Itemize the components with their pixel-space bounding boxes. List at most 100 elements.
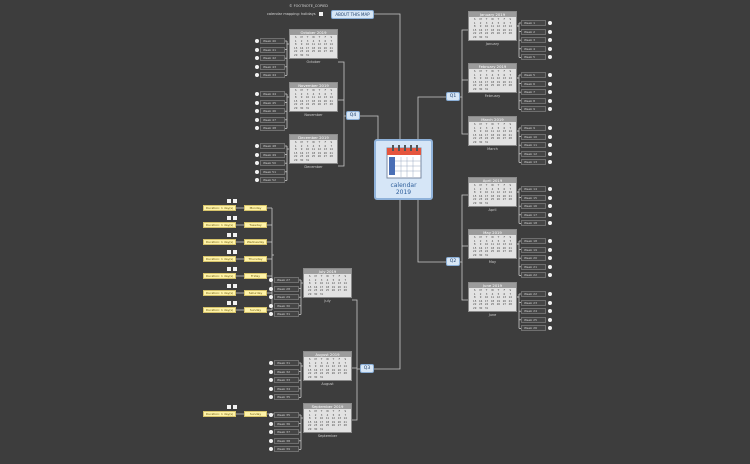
day-number: 7 [330, 144, 333, 148]
weekday-topic[interactable]: Wednesday [244, 239, 267, 245]
quarter-q2[interactable]: Q2 [446, 257, 460, 266]
duration-tag[interactable]: Duration: 1 day(s) [203, 256, 236, 262]
week-item[interactable]: Week 44 [260, 91, 285, 97]
week-item[interactable]: Week 26 [521, 325, 546, 332]
week-item[interactable]: Week 22 [521, 272, 546, 279]
week-item[interactable]: Week 16 [521, 203, 546, 210]
week-item[interactable]: Week 32 [274, 368, 299, 375]
week-item[interactable]: Week 5 [521, 54, 546, 61]
day-number: 18 [490, 80, 495, 84]
week-item[interactable]: Week 50 [260, 160, 285, 167]
week-item[interactable]: Week 42 [260, 55, 285, 62]
weekday-topic[interactable]: Thursday [244, 256, 267, 262]
week-item[interactable]: Week 45 [260, 99, 285, 106]
week-item[interactable]: Week 44 [260, 72, 285, 79]
week-item[interactable]: Week 24 [521, 308, 546, 315]
week-item[interactable]: Week 21 [521, 263, 546, 270]
day-number: 1 [308, 413, 311, 417]
week-bullet-icon [548, 309, 552, 314]
week-item[interactable]: Week 36 [274, 420, 299, 427]
week-item[interactable]: Week 49 [260, 151, 285, 158]
week-item[interactable]: Week 22 [521, 291, 546, 297]
week-item[interactable]: Week 52 [260, 177, 285, 184]
week-item[interactable]: Week 14 [521, 186, 546, 192]
quarter-q1[interactable]: Q1 [446, 92, 460, 101]
duration-tag[interactable]: Duration: 1 day(s) [203, 239, 236, 245]
week-item[interactable]: Week 12 [521, 150, 546, 157]
week-item[interactable]: Week 4 [521, 45, 546, 52]
week-item[interactable]: Week 23 [521, 299, 546, 306]
week-item[interactable]: Week 9 [521, 106, 546, 113]
quarter-q4[interactable]: Q4 [346, 111, 360, 120]
week-item[interactable]: Week 40 [260, 38, 285, 44]
week-item[interactable]: Week 33 [274, 377, 299, 384]
week-item[interactable]: Week 18 [521, 220, 546, 227]
weekday-topic[interactable]: Monday [244, 205, 267, 211]
week-item[interactable]: Week 29 [274, 294, 299, 301]
week-item[interactable]: Week 25 [521, 316, 546, 323]
week-item[interactable]: Week 17 [521, 211, 546, 218]
duration-tag[interactable]: Duration: 1 day(s) [203, 290, 236, 296]
duration-tag[interactable]: Duration: 1 day(s) [203, 222, 236, 228]
week-item[interactable]: Week 2 [521, 28, 546, 35]
week-item[interactable]: Week 35 [274, 412, 299, 418]
weekday-topic[interactable]: Saturday [244, 290, 267, 296]
week-item[interactable]: Week 15 [521, 194, 546, 201]
quarter-q3[interactable]: Q3 [360, 364, 374, 373]
duration-tag[interactable]: Duration: 1 day(s) [203, 273, 236, 279]
weekday-topic[interactable]: Sunday [244, 411, 267, 417]
week-item[interactable]: Week 51 [260, 168, 285, 175]
about-this-map-button[interactable]: ABOUT THIS MAP [331, 10, 374, 19]
week-item[interactable]: Week 37 [274, 429, 299, 436]
week-item[interactable]: Week 1 [521, 20, 546, 26]
week-item[interactable]: Week 28 [274, 285, 299, 292]
weekday-label: T [497, 236, 500, 239]
central-topic[interactable]: calendar 2019 [374, 139, 433, 200]
duration-tag[interactable]: Duration: 1 day(s) [203, 307, 236, 313]
week-item[interactable]: Week 7 [521, 89, 546, 96]
week-item[interactable]: Week 48 [260, 143, 285, 149]
week-item[interactable]: Week 19 [521, 246, 546, 253]
week-item[interactable]: Week 13 [521, 159, 546, 166]
week-item[interactable]: Week 46 [260, 108, 285, 115]
week-item[interactable]: Week 6 [521, 80, 546, 87]
week-item[interactable]: Week 35 [274, 394, 299, 401]
week-item[interactable]: Week 20 [521, 255, 546, 262]
weekday-topic[interactable]: Friday [244, 273, 267, 279]
week-item[interactable]: Week 30 [274, 302, 299, 309]
week-item[interactable]: Week 41 [260, 46, 285, 53]
week-item[interactable]: Week 11 [521, 142, 546, 149]
week-item[interactable]: Week 10 [521, 133, 546, 140]
week-item[interactable]: Week 27 [274, 277, 299, 283]
week-item[interactable]: Week 43 [260, 63, 285, 70]
week-item[interactable]: Week 47 [260, 116, 285, 123]
week-item[interactable]: Week 31 [274, 360, 299, 366]
week-item[interactable]: Week 18 [521, 238, 546, 244]
week-item[interactable]: Week 38 [274, 437, 299, 444]
week-item[interactable]: Week 31 [274, 311, 299, 318]
week-item[interactable]: Week 34 [274, 385, 299, 392]
duration-tag[interactable]: Duration: 1 day(s) [203, 205, 236, 211]
week-item[interactable]: Week 9 [521, 125, 546, 131]
week-item[interactable]: Week 39 [274, 446, 299, 453]
weekday-topic[interactable]: Sunday [244, 307, 267, 313]
week-item[interactable]: Week 48 [260, 125, 285, 132]
week-item[interactable]: Week 3 [521, 37, 546, 44]
weekday-topic[interactable]: Tuesday [244, 222, 267, 228]
duration-tag[interactable]: Duration: 1 day(s) [203, 411, 236, 417]
week-bullet-icon [269, 386, 273, 391]
week-item[interactable]: Week 5 [521, 72, 546, 78]
week-item[interactable]: Week 8 [521, 97, 546, 104]
